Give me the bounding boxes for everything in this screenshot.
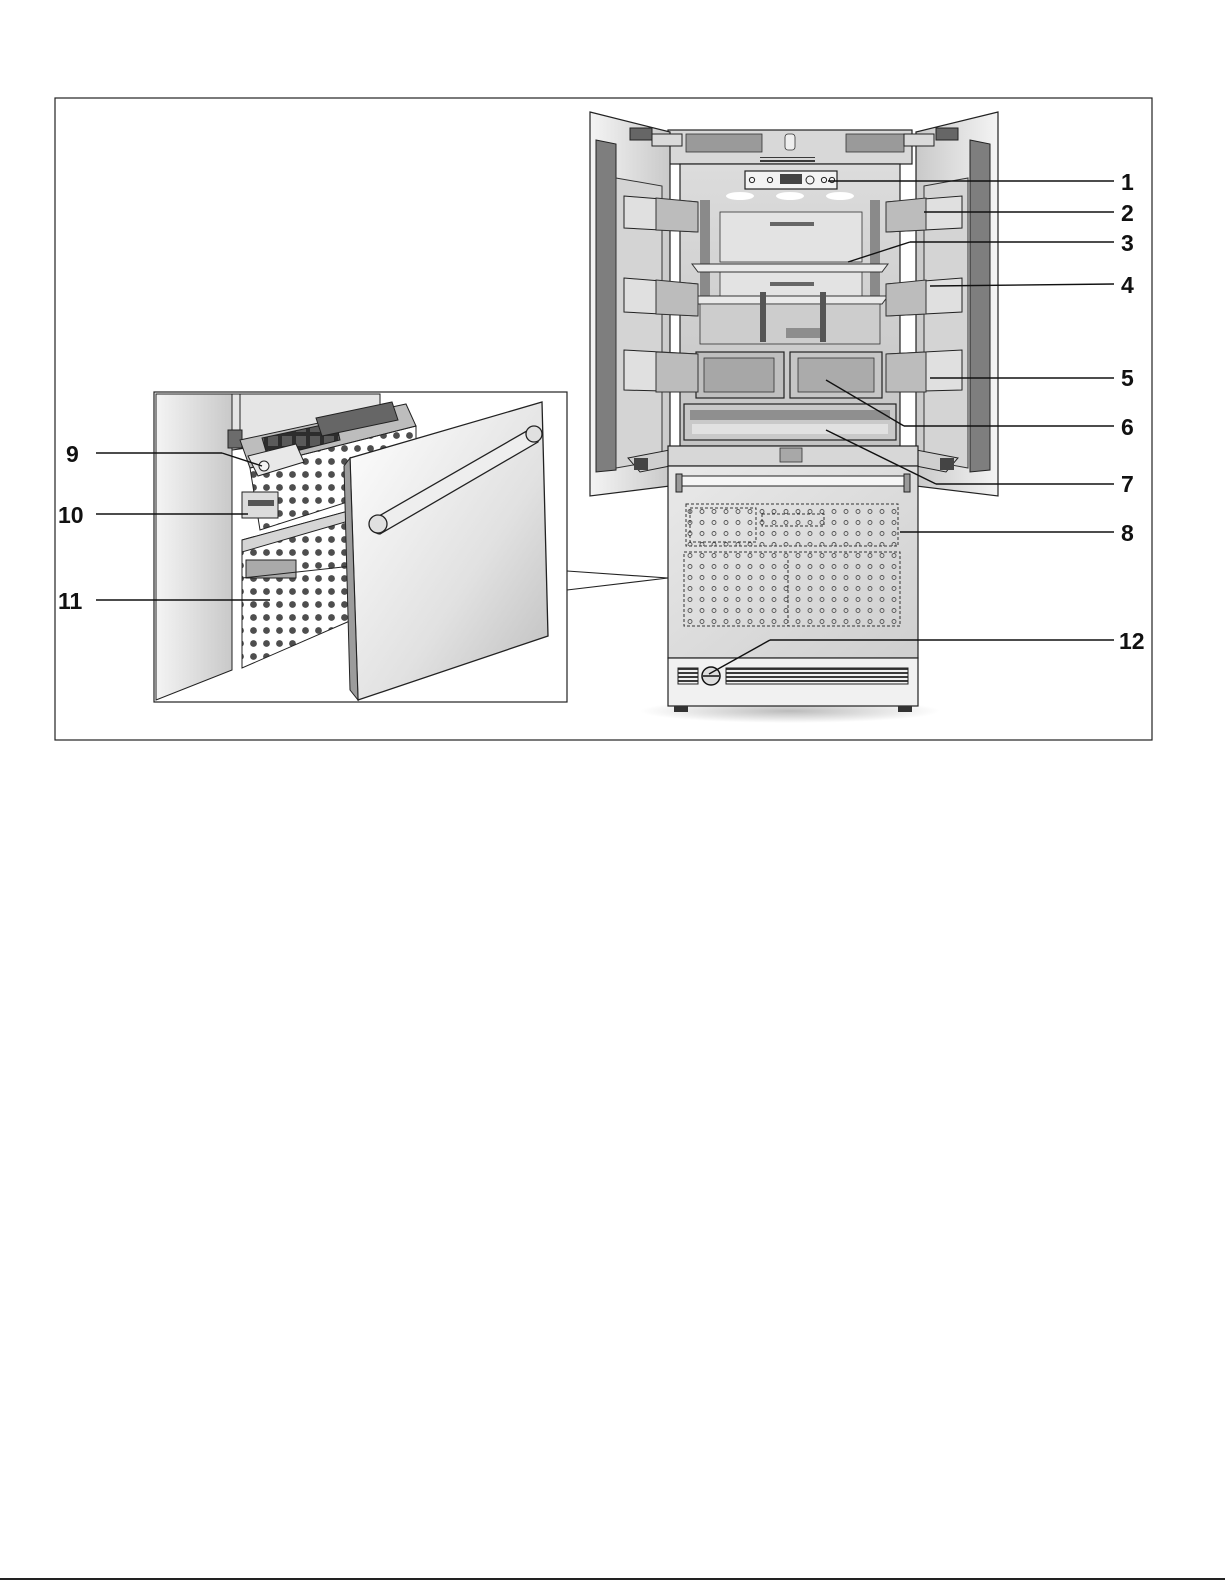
freezer-handle: [676, 476, 910, 486]
lower-freezer-basket: [684, 552, 900, 626]
page-bottom-rule: [0, 1578, 1225, 1580]
callout-12: 12: [1119, 628, 1145, 654]
callout-6: 6: [1121, 414, 1134, 440]
callout-7: 7: [1121, 471, 1134, 497]
deli-drawer: [684, 404, 896, 440]
callout-9: 9: [66, 441, 79, 467]
callout-3: 3: [1121, 230, 1134, 256]
callout-11: 11: [58, 588, 83, 614]
callout-2: 2: [1121, 200, 1134, 226]
callout-8: 8: [1121, 520, 1134, 546]
callout-4: 4: [1121, 272, 1134, 298]
callout-10: 10: [58, 502, 84, 528]
glass-shelf: [692, 264, 888, 272]
callout-5: 5: [1121, 365, 1134, 391]
callout-1: 1: [1121, 169, 1134, 195]
upper-freezer-basket: [686, 504, 898, 546]
